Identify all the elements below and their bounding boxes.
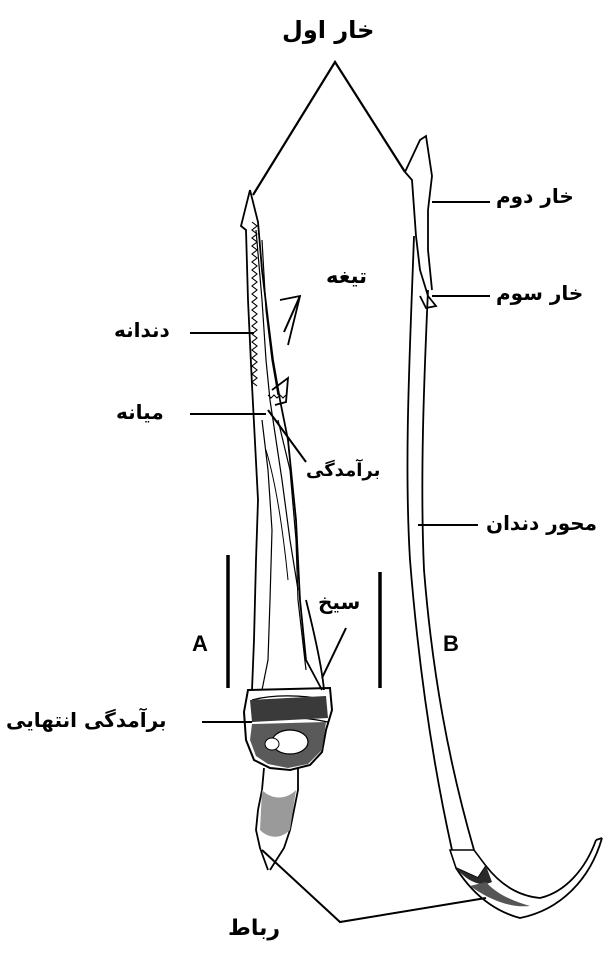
- label-middle: میانه: [116, 402, 164, 422]
- label-tooth-axis: محور دندان: [486, 513, 597, 533]
- ligament-leader: [262, 850, 486, 922]
- label-rod: سیخ: [318, 592, 360, 612]
- label-terminal-process: برآمدگی انتهایی: [6, 710, 167, 730]
- rod-leader: [322, 628, 346, 678]
- label-third-spine: خار سوم: [496, 283, 583, 303]
- label-second-spine: خار دوم: [496, 186, 574, 206]
- label-panel-b: B: [443, 633, 459, 655]
- process-leader: [268, 410, 306, 462]
- specimen-a: [241, 190, 332, 870]
- first-spine-connector: [253, 62, 405, 195]
- label-blade: تیغه: [326, 266, 367, 287]
- label-ligament: رباط: [228, 918, 280, 940]
- label-panel-a: A: [192, 633, 208, 655]
- label-process: برآمدگی: [306, 462, 380, 480]
- label-teeth: دندانه: [114, 320, 170, 340]
- teeth-serration: [252, 222, 257, 386]
- terminal-process-shading: [250, 696, 328, 837]
- label-first-spine: خار اول: [282, 18, 374, 42]
